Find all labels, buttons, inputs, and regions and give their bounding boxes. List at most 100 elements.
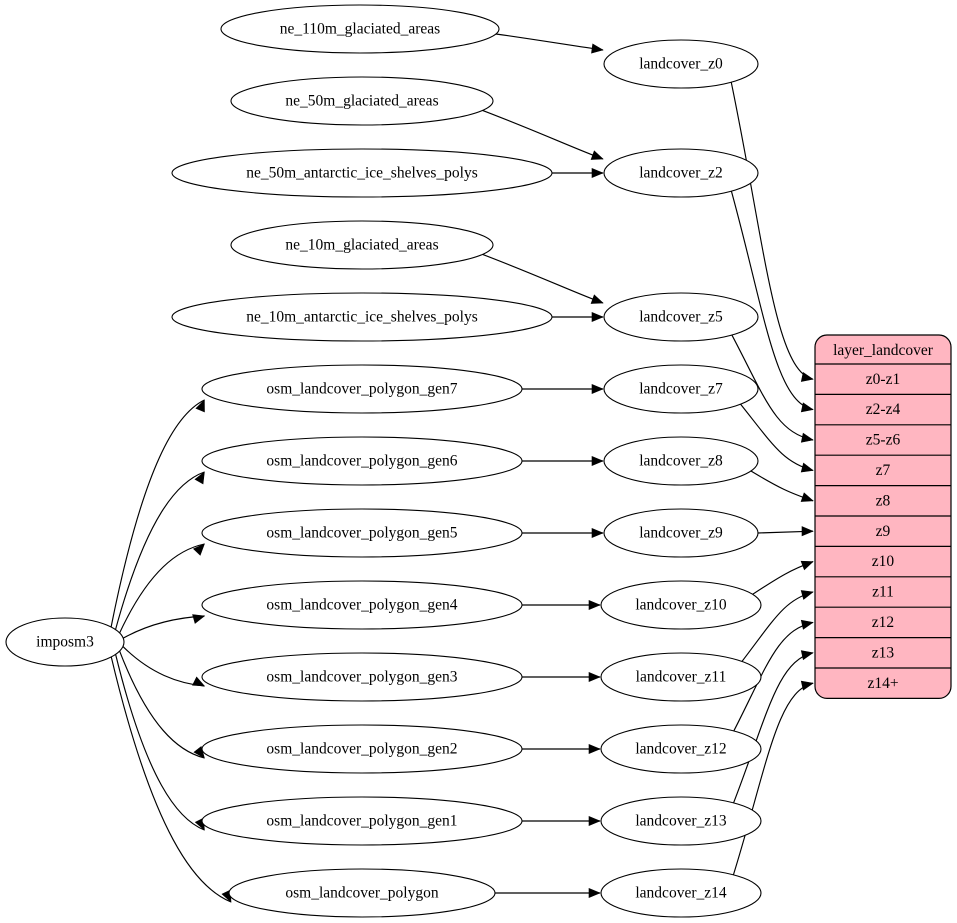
- node-landcover_z5[interactable]: landcover_z5: [603, 292, 759, 342]
- node-label: landcover_z12: [635, 741, 726, 758]
- node-label: osm_landcover_polygon_gen5: [266, 525, 457, 542]
- node-osm_landcover_polygon_gen2[interactable]: osm_landcover_polygon_gen2: [201, 724, 523, 774]
- node-ne_10m_glaciated_areas[interactable]: ne_10m_glaciated_areas: [230, 220, 494, 270]
- layer-table-row-label: z5-z6: [866, 432, 901, 449]
- edge-arrowhead: [194, 471, 205, 485]
- edge-arrowhead: [800, 560, 814, 571]
- layer-table-row-z2-z4[interactable]: z2-z4: [815, 394, 951, 424]
- edge-arrowhead: [591, 311, 604, 323]
- edge-arrowhead: [800, 619, 814, 630]
- layer-table-row-label: z10: [872, 553, 895, 570]
- import-node-ellipse: [228, 868, 496, 918]
- node-osm_landcover_polygon_gen5[interactable]: osm_landcover_polygon_gen5: [201, 508, 523, 558]
- layer-table-row-z9[interactable]: z9: [815, 516, 951, 546]
- node-ne_10m_antarctic_ice_shelves_polys[interactable]: ne_10m_antarctic_ice_shelves_polys: [171, 292, 553, 342]
- node-label: landcover_z7: [639, 381, 723, 398]
- node-label: imposm3: [36, 634, 94, 651]
- layer-table-row-label: z13: [872, 644, 895, 661]
- layer-table-row-z13[interactable]: z13: [815, 638, 951, 668]
- node-osm_landcover_polygon_gen7[interactable]: osm_landcover_polygon_gen7: [201, 364, 523, 414]
- edge-ne_50m_glaciated_areas-to-landcover_z2: [474, 106, 604, 160]
- node-landcover_z14[interactable]: landcover_z14: [600, 868, 762, 918]
- node-landcover_z11[interactable]: landcover_z11: [600, 652, 762, 702]
- layer-table-header-label: layer_landcover: [833, 342, 934, 359]
- landcover-node-ellipse: [600, 652, 762, 702]
- landcover-node-ellipse: [603, 148, 759, 198]
- node-label: ne_10m_glaciated_areas: [285, 237, 438, 254]
- landcover-node-ellipse: [603, 508, 759, 558]
- edge-arrowhead: [192, 676, 206, 687]
- node-landcover_z9[interactable]: landcover_z9: [603, 508, 759, 558]
- edge-arrowhead: [591, 167, 604, 179]
- import-node-ellipse: [201, 436, 523, 486]
- node-imposm3[interactable]: imposm3: [5, 617, 125, 667]
- node-landcover_z10[interactable]: landcover_z10: [600, 580, 762, 630]
- node-ne_50m_glaciated_areas[interactable]: ne_50m_glaciated_areas: [230, 76, 494, 126]
- landcover-node-ellipse: [603, 292, 759, 342]
- node-landcover_z12[interactable]: landcover_z12: [600, 724, 762, 774]
- layer-table-row-z5-z6[interactable]: z5-z6: [815, 425, 951, 455]
- import-node-ellipse: [220, 4, 500, 54]
- layer-table-row-z11[interactable]: z11: [815, 577, 951, 607]
- import-node-ellipse: [201, 580, 523, 630]
- node-landcover_z2[interactable]: landcover_z2: [603, 148, 759, 198]
- node-osm_landcover_polygon_gen1[interactable]: osm_landcover_polygon_gen1: [201, 796, 523, 846]
- layer-table-row-z7[interactable]: z7: [815, 455, 951, 485]
- node-label: landcover_z2: [639, 165, 723, 182]
- edge-arrowhead: [195, 399, 205, 413]
- node-landcover_z8[interactable]: landcover_z8: [603, 436, 759, 486]
- landcover-node-ellipse: [600, 724, 762, 774]
- layer-table-row-z10[interactable]: z10: [815, 546, 951, 576]
- import-node-ellipse: [171, 292, 553, 342]
- node-ne_110m_glaciated_areas[interactable]: ne_110m_glaciated_areas: [220, 4, 500, 54]
- edge-imposm3-to-osm_landcover_polygon_gen5: [118, 543, 205, 636]
- import-node-ellipse: [230, 76, 494, 126]
- node-landcover_z0[interactable]: landcover_z0: [603, 39, 759, 89]
- node-label: ne_50m_glaciated_areas: [285, 93, 438, 110]
- edge-arrowhead: [591, 455, 604, 467]
- edge-landcover_z2-to-row-1: [730, 188, 814, 411]
- edge-imposm3-to-osm_landcover_polygon_gen7: [110, 399, 205, 629]
- layer-table-row-z8[interactable]: z8: [815, 486, 951, 516]
- layer-table-row-label: z12: [872, 614, 894, 631]
- edge-landcover_z13-to-row-9: [732, 652, 814, 806]
- landcover-node-ellipse: [603, 436, 759, 486]
- edge-arrowhead: [800, 371, 814, 382]
- node-label: osm_landcover_polygon_gen6: [266, 453, 457, 470]
- import-node-ellipse: [201, 724, 523, 774]
- edge-arrowhead: [800, 492, 814, 502]
- node-label: ne_110m_glaciated_areas: [280, 21, 440, 38]
- edge-imposm3-to-osm_landcover_polygon_gen1: [114, 652, 205, 831]
- node-osm_landcover_polygon[interactable]: osm_landcover_polygon: [228, 868, 496, 918]
- layer-table-row-label: z0-z1: [866, 371, 900, 388]
- layer-table-row-z0-z1[interactable]: z0-z1: [815, 364, 951, 394]
- node-osm_landcover_polygon_gen3[interactable]: osm_landcover_polygon_gen3: [201, 652, 523, 702]
- node-ne_50m_antarctic_ice_shelves_polys[interactable]: ne_50m_antarctic_ice_shelves_polys: [171, 148, 553, 198]
- layer-table-row-z14+[interactable]: z14+: [815, 668, 951, 698]
- layer-table-row-z12[interactable]: z12: [815, 607, 951, 637]
- edge-landcover_z14-to-row-10: [732, 682, 814, 878]
- edge-arrowhead: [800, 432, 814, 443]
- node-label: osm_landcover_polygon_gen7: [266, 381, 457, 398]
- node-label: landcover_z14: [635, 885, 726, 902]
- node-label: ne_50m_antarctic_ice_shelves_polys: [246, 165, 478, 182]
- edges-layer: [110, 31, 814, 903]
- import-node-ellipse: [201, 364, 523, 414]
- edge-arrowhead: [801, 526, 814, 537]
- landcover-node-ellipse: [600, 796, 762, 846]
- node-landcover_z7[interactable]: landcover_z7: [603, 364, 759, 414]
- node-label: landcover_z8: [639, 453, 723, 470]
- node-landcover_z13[interactable]: landcover_z13: [600, 796, 762, 846]
- node-label: landcover_z10: [635, 597, 726, 614]
- edge-arrowhead: [800, 650, 814, 661]
- edge-arrowhead: [800, 402, 814, 413]
- edge-arrowhead: [192, 614, 206, 624]
- layer-table-row-label: z14+: [867, 675, 898, 692]
- node-osm_landcover_polygon_gen6[interactable]: osm_landcover_polygon_gen6: [201, 436, 523, 486]
- layer-table-row-label: z2-z4: [866, 401, 901, 418]
- node-osm_landcover_polygon_gen4[interactable]: osm_landcover_polygon_gen4: [201, 580, 523, 630]
- edge-landcover_z12-to-row-8: [732, 621, 814, 734]
